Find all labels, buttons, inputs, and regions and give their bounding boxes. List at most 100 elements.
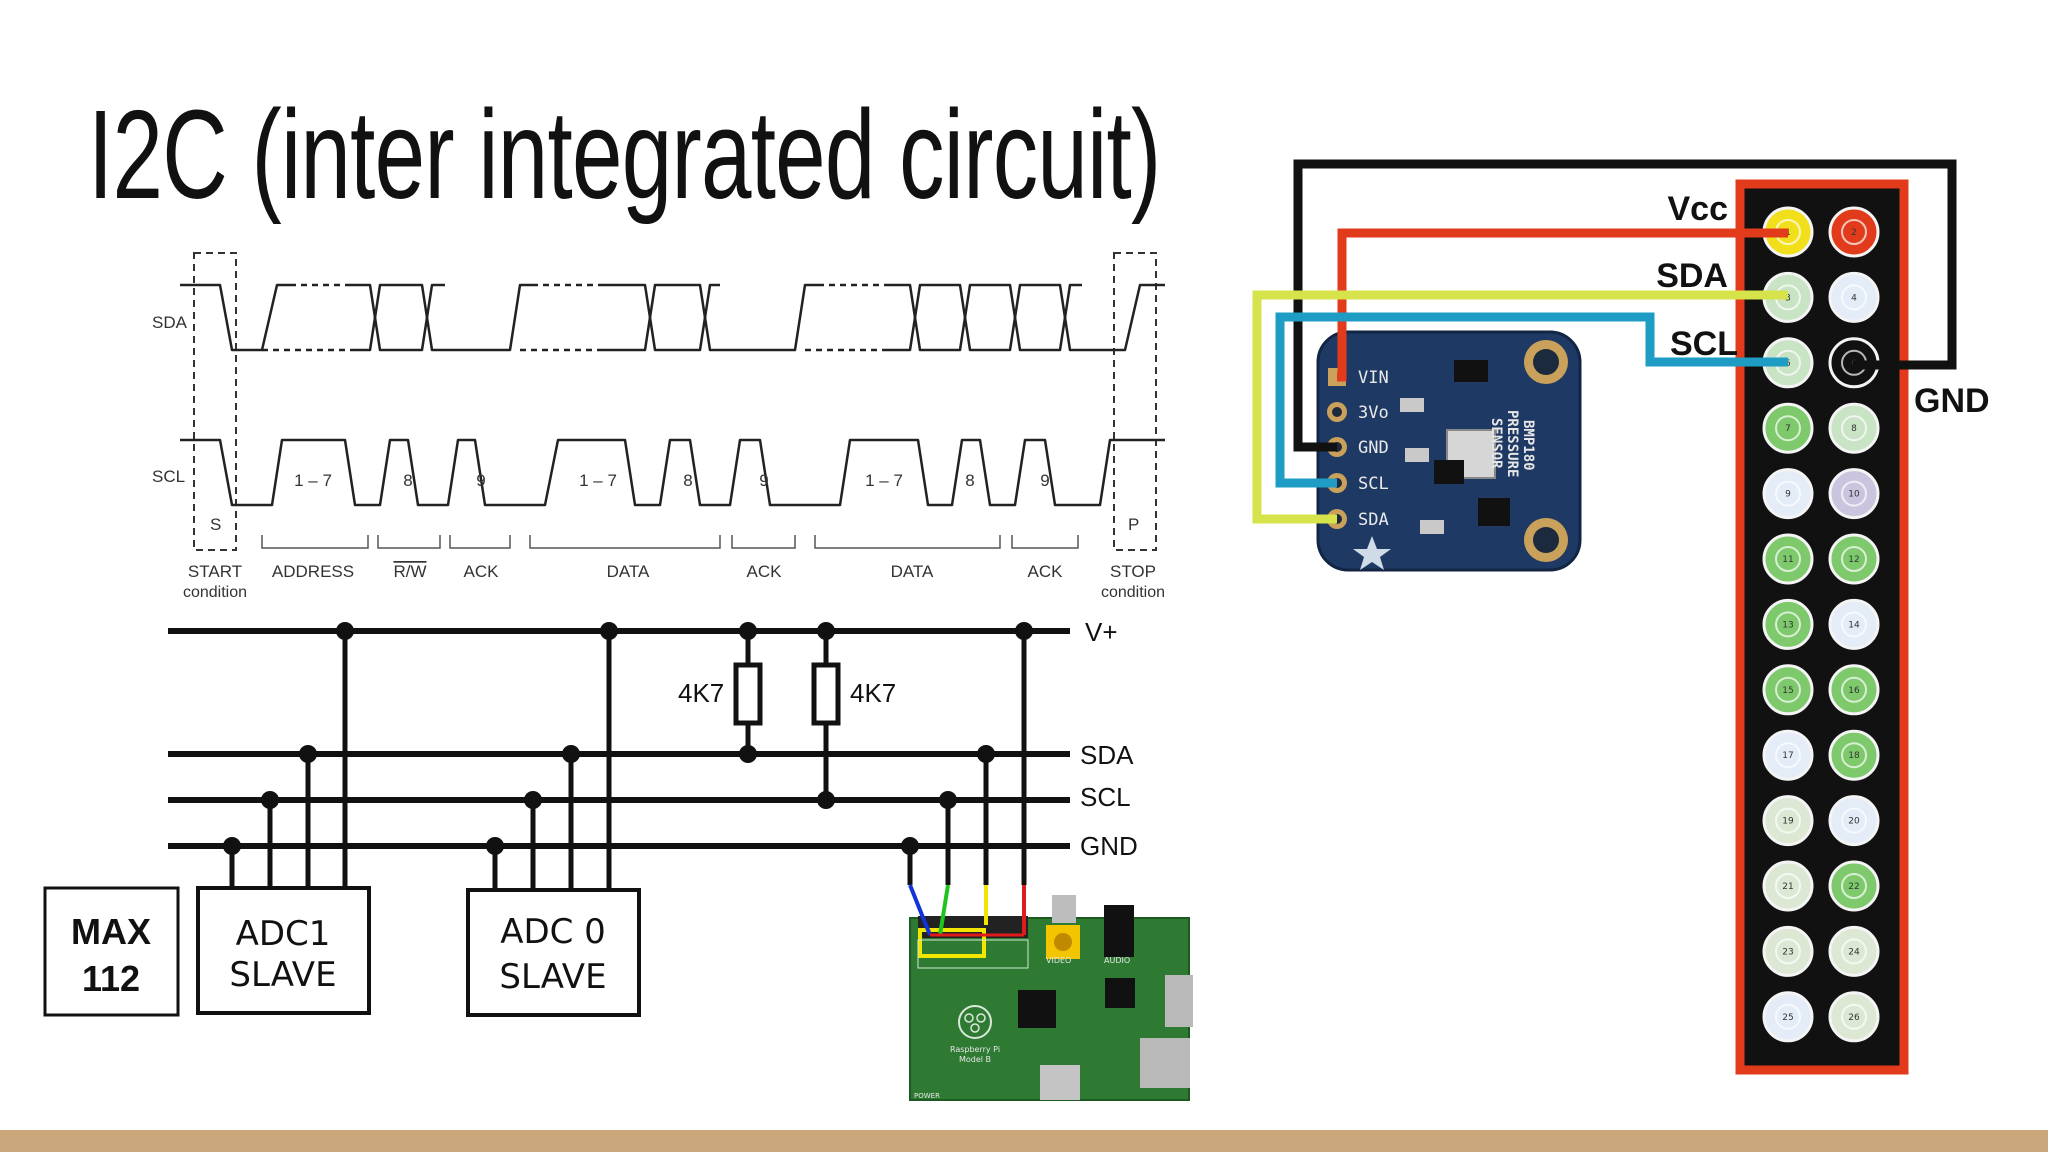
gpio-pin-number: 14 xyxy=(1848,620,1860,630)
gpio-pin-number: 11 xyxy=(1782,555,1793,565)
bmp180-sensor-board: VIN 3Vo GND SCL SDA BMP180 PRESSURE SENS… xyxy=(1316,330,1582,572)
gpio-pin-right xyxy=(1828,664,1880,716)
gpio-pin-ring xyxy=(1841,415,1867,442)
sda-waveform xyxy=(180,283,1165,352)
phase-label: ACK xyxy=(747,562,783,581)
gpio-pin-right xyxy=(1828,925,1880,977)
gpio-pin-ring xyxy=(1775,480,1801,507)
clock-group-label: 1 – 7 xyxy=(865,471,903,490)
adc0-label: SLAVE xyxy=(499,957,606,997)
gpio-pin-left xyxy=(1762,925,1814,977)
board-label: POWER xyxy=(914,1092,940,1100)
header-label-gnd: GND xyxy=(1914,382,1990,420)
start-marker: S xyxy=(210,515,221,534)
gpio-pin-ring xyxy=(1775,676,1801,703)
sensor-name-line: BMP180 xyxy=(1520,420,1536,471)
max112-box xyxy=(43,886,180,1017)
phase-label: STOP xyxy=(1110,562,1156,581)
clock-group-label: 8 xyxy=(403,471,412,490)
gpio-pin-right xyxy=(1828,598,1880,650)
sensor-name-line: PRESSURE xyxy=(1504,410,1520,477)
scl-signal-label: SCL xyxy=(152,467,185,486)
gpio-pin-left xyxy=(1762,860,1814,912)
gpio-pin-number: 22 xyxy=(1848,882,1859,892)
board-label: Model B xyxy=(959,1055,991,1064)
board-label: AUDIO xyxy=(1104,956,1130,965)
gpio-pin-ring xyxy=(1841,1003,1867,1030)
phase-label: R/W xyxy=(393,562,426,581)
sensor-pin-label: 3Vo xyxy=(1358,403,1389,423)
max112-label: MAX xyxy=(71,911,151,952)
clock-group-label: 8 xyxy=(965,471,974,490)
phase-label: START xyxy=(188,562,242,581)
gpio-pin-number: 8 xyxy=(1851,424,1857,434)
gpio-pin-ring xyxy=(1841,938,1867,965)
scl-waveform xyxy=(180,438,1165,507)
gpio-pin-number: 21 xyxy=(1782,882,1793,892)
gpio-pin-number: 26 xyxy=(1848,1013,1860,1023)
clock-group-label: 1 – 7 xyxy=(579,471,617,490)
adc0-bus-taps xyxy=(492,631,612,890)
phase-sublabel: condition xyxy=(183,584,247,601)
phase-label: DATA xyxy=(607,562,650,581)
footer-bar xyxy=(0,1130,2048,1152)
sensor-pin-label: GND xyxy=(1358,438,1389,458)
gpio-pin-ring xyxy=(1841,611,1867,638)
gpio-pin-number: 24 xyxy=(1848,947,1860,957)
sensor-pin-label: SCL xyxy=(1358,474,1389,494)
clock-group-label: 1 – 7 xyxy=(294,471,332,490)
gpio-pin-left xyxy=(1762,795,1814,847)
gpio-pin-ring xyxy=(1841,742,1867,769)
pressure-sensor-chip xyxy=(1446,429,1496,479)
gpio-pin-right xyxy=(1828,729,1880,781)
resistor-label: 4K7 xyxy=(850,678,896,708)
wire-vcc xyxy=(1337,228,1788,382)
phase-label: ADDRESS xyxy=(272,562,354,581)
pullup-resistor-scl xyxy=(811,622,841,809)
sensor-wiring-diagram: 1357911131517192123252468101214161820222… xyxy=(1252,159,1990,1075)
adc0-junctions xyxy=(486,622,618,855)
raspberry-logo-icon xyxy=(958,1005,992,1039)
gpio-pin-number: 2 xyxy=(1851,228,1857,238)
gpio-pin-number: 23 xyxy=(1782,947,1793,957)
wire-sda xyxy=(1252,290,1788,524)
gpio-pin-number: 13 xyxy=(1782,620,1793,630)
header-label-vcc: Vcc xyxy=(1668,190,1729,228)
gpio-pin-number: 16 xyxy=(1848,686,1860,696)
gpio-pin-ring xyxy=(1841,284,1867,311)
slide-title: I2C (inter integrated circuit) xyxy=(88,84,1161,225)
sensor-pin-label: SDA xyxy=(1358,510,1389,530)
max112-label: 112 xyxy=(82,958,140,999)
gpio-pin-right xyxy=(1828,271,1880,323)
gpio-pin-number: 4 xyxy=(1851,293,1857,303)
gpio-pin-number: 18 xyxy=(1848,751,1860,761)
phase-sublabel: condition xyxy=(1101,584,1165,601)
gpio-pin-right xyxy=(1828,795,1880,847)
gpio-pin-right xyxy=(1828,468,1880,520)
gpio-pin-number: 20 xyxy=(1848,817,1860,827)
gpio-pin-number: 12 xyxy=(1848,555,1859,565)
stop-marker: P xyxy=(1128,515,1139,534)
gpio-pin-ring xyxy=(1841,480,1867,507)
gpio-pin-left xyxy=(1762,402,1814,454)
gpio-pin-right xyxy=(1828,860,1880,912)
gpio-pin-ring xyxy=(1775,742,1801,769)
gpio-pin-right xyxy=(1828,402,1880,454)
adc1-junctions xyxy=(223,622,354,855)
bus-label-gnd: GND xyxy=(1080,831,1138,861)
gpio-pin-left xyxy=(1762,991,1814,1043)
sensor-pin-label: VIN xyxy=(1358,368,1389,388)
sda-signal-label: SDA xyxy=(152,313,188,332)
adc0-label: ADC 0 xyxy=(500,912,606,952)
bus-label-vplus: V+ xyxy=(1085,617,1118,647)
gpio-pin-right xyxy=(1828,206,1880,258)
sensor-name-line: SENSOR xyxy=(1488,418,1504,469)
phase-label: ACK xyxy=(464,562,500,581)
bus-lines xyxy=(168,628,1070,849)
gpio-pin-ring xyxy=(1775,873,1801,899)
wire-gnd xyxy=(1293,159,1957,452)
gpio-pin-number: 15 xyxy=(1782,686,1793,696)
gpio-pin-number: 17 xyxy=(1782,751,1793,761)
board-label: VIDEO xyxy=(1046,956,1071,965)
gpio-pin-left xyxy=(1762,533,1814,585)
